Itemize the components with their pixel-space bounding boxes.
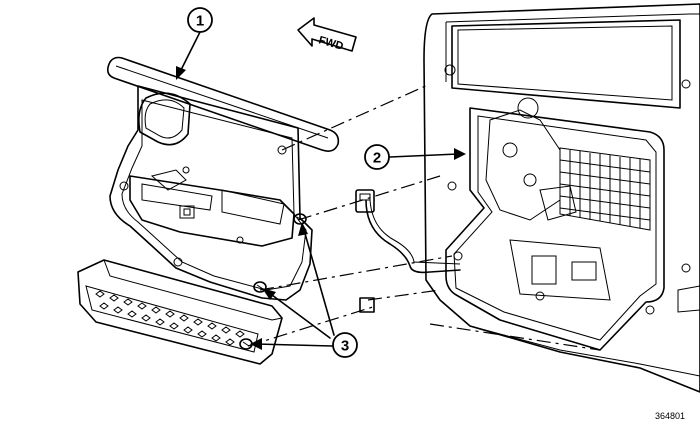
callout-3: 3 [250,222,358,358]
figure-id: 364801 [655,411,685,421]
door-trim-panel [109,85,313,301]
callout-2-label: 2 [373,150,381,167]
map-pocket [77,259,283,365]
callout-1: 1 [176,7,213,80]
callout-1-label: 1 [196,13,204,30]
door-inner-shell [423,3,700,393]
wiring-harness [355,189,461,313]
fwd-label: FWD [317,34,344,52]
forward-direction-arrow: FWD [297,17,357,53]
callout-2: 2 [364,144,466,170]
upper-trim-rail [106,56,340,152]
alignment-lines [247,83,601,351]
trim-screws [239,213,307,350]
callout-3-label: 3 [341,338,349,355]
